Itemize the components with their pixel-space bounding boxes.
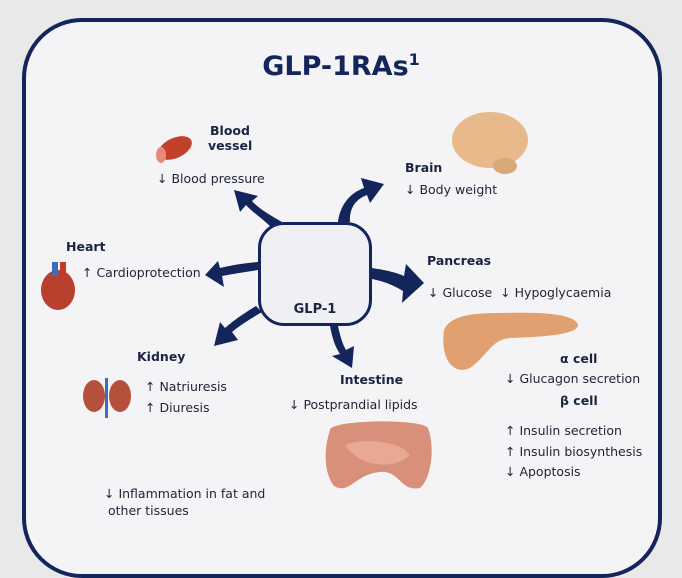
heart-effect: ↑ Cardioprotection — [82, 265, 201, 280]
arrow-blood-vessel — [234, 190, 282, 228]
alpha-cell-effect: ↓ Glucagon secretion — [505, 371, 641, 386]
beta-cell-effect: ↑ Insulin biosynthesis — [505, 444, 643, 459]
heart-title: Heart — [66, 239, 106, 254]
kidney-effect: ↑ Diuresis — [145, 400, 210, 415]
intestine-icon — [325, 421, 432, 489]
blood-vessel-icon — [156, 136, 192, 163]
blood-vessel-title-line2: vessel — [208, 138, 253, 153]
kidney-title: Kidney — [137, 349, 186, 364]
arrow-heart — [205, 261, 258, 287]
arrows-and-organs — [41, 112, 578, 489]
title-text: GLP-1RAs — [262, 51, 409, 82]
heart-icon — [41, 262, 75, 310]
beta-cell-effect: ↓ Apoptosis — [505, 464, 581, 479]
pancreas-icon — [443, 312, 578, 370]
brain-icon — [452, 112, 528, 174]
pancreas-title: Pancreas — [427, 253, 492, 268]
arrow-brain — [338, 178, 384, 222]
intestine-title: Intestine — [340, 372, 404, 387]
other-tissues-effect-line1: ↓ Inflammation in fat and — [104, 486, 266, 501]
title-superscript: 1 — [408, 50, 420, 69]
beta-cell-effect: ↑ Insulin secretion — [505, 423, 622, 438]
arrows — [205, 178, 424, 368]
other-tissues-effect-line2: other tissues — [108, 503, 189, 518]
pancreas-effects: ↓ Glucose ↓ Hypoglycaemia — [428, 285, 612, 300]
alpha-cell-title: α cell — [560, 351, 598, 366]
brain-effect: ↓ Body weight — [405, 182, 498, 197]
brain-title: Brain — [405, 160, 443, 175]
center-label: GLP-1 — [293, 302, 337, 317]
intestine-effect: ↓ Postprandial lipids — [289, 397, 418, 412]
diagram-title: GLP-1RAs1 — [0, 50, 682, 82]
beta-cell-title: β cell — [560, 393, 598, 408]
kidney-icon — [83, 378, 131, 418]
arrow-kidney — [214, 306, 262, 346]
kidney-effect: ↑ Natriuresis — [145, 379, 227, 394]
blood-vessel-effect: ↓ Blood pressure — [157, 171, 265, 186]
glp1-center-box: GLP-1 — [258, 222, 372, 326]
blood-vessel-title-line1: Blood — [210, 123, 250, 138]
arrow-intestine — [330, 326, 354, 368]
arrow-pancreas — [372, 264, 424, 303]
